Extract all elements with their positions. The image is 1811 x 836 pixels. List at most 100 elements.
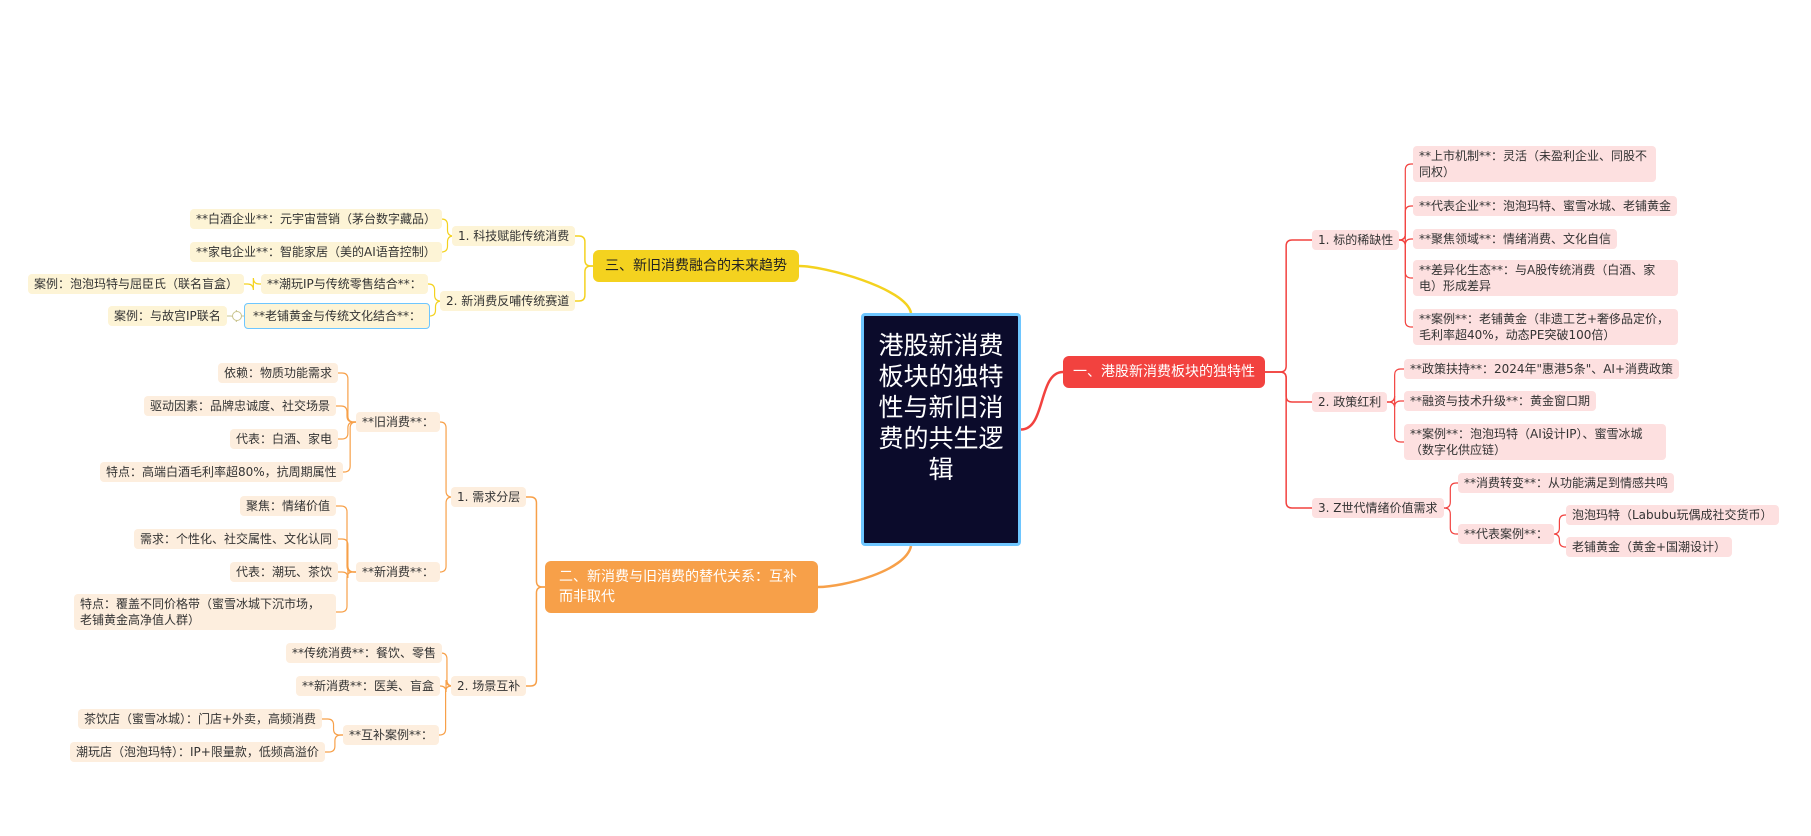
leaf-text: **代表企业**：泡泡玛特、蜜雪冰城、老铺黄金	[1419, 199, 1672, 213]
leaf-case-laopu[interactable]: **案例**：老铺黄金（非遗工艺+奢侈品定价，毛利率超40%，动态PE突破100…	[1413, 309, 1678, 345]
leaf-old-representative[interactable]: 代表：白酒、家电	[230, 429, 339, 449]
leaf-text: 依赖：物质功能需求	[224, 366, 333, 380]
node-text: **老铺黄金与传统文化结合**：	[253, 309, 422, 323]
leaf-text: **聚焦领域**：情绪消费、文化自信	[1419, 232, 1612, 246]
connector-line	[336, 405, 356, 423]
leaf-case-popmart-mixue[interactable]: **案例**：泡泡玛特（AI设计IP）、蜜雪冰城（数字化供应链）	[1404, 424, 1666, 460]
leaf-representative-cases[interactable]: **代表案例**：	[1458, 524, 1555, 544]
leaf-old-features[interactable]: 特点：高端白酒毛利率超80%，抗周期属性	[100, 462, 343, 482]
sub-scarcity-label: 1. 标的稀缺性	[1318, 233, 1394, 247]
branch-substitution-label: 二、新消费与旧消费的替代关系：互补而非取代	[559, 569, 797, 605]
leaf-text: 泡泡玛特（Labubu玩偶成社交货币）	[1572, 508, 1773, 522]
leaf-traditional-consumption[interactable]: **传统消费**：餐饮、零售	[286, 643, 443, 663]
node-complement-cases[interactable]: **互补案例**：	[343, 725, 440, 745]
sub-demand-layering[interactable]: 1. 需求分层	[451, 487, 527, 507]
connector-line	[1444, 482, 1458, 509]
connector-line	[1387, 368, 1404, 403]
leaf-case-laopu-guochao[interactable]: 老铺黄金（黄金+国潮设计）	[1566, 537, 1733, 557]
leaf-old-drivers[interactable]: 驱动因素：品牌忠诚度、社交场景	[144, 396, 337, 416]
connector-line	[575, 265, 593, 302]
collapse-toggle-icon[interactable]	[232, 311, 242, 321]
leaf-text: 老铺黄金（黄金+国潮设计）	[1572, 540, 1727, 554]
leaf-policy-support[interactable]: **政策扶持**：2024年"惠港5条"、AI+消费政策	[1404, 359, 1680, 379]
connector-line	[429, 300, 442, 317]
leaf-text: **新消费**：医美、盲盒	[302, 679, 435, 693]
node-laopu-culture[interactable]: **老铺黄金与传统文化结合**：	[244, 303, 431, 329]
leaf-old-reliance[interactable]: 依赖：物质功能需求	[218, 363, 339, 383]
node-old-consumption[interactable]: **旧消费**：	[356, 412, 441, 432]
leaf-financing-tech[interactable]: **融资与技术升级**：黄金窗口期	[1404, 391, 1597, 411]
leaf-text: 需求：个性化、社交属性、文化认同	[140, 532, 333, 546]
connector-line	[338, 421, 356, 440]
leaf-differentiation[interactable]: **差异化生态**：与A股传统消费（白酒、家电）形成差异	[1413, 260, 1678, 296]
connector-line	[1444, 507, 1458, 535]
sub-policy-bonus[interactable]: 2. 政策红利	[1312, 392, 1388, 412]
connector-line	[575, 235, 593, 267]
connector-line	[325, 734, 343, 753]
leaf-text: 潮玩店（泡泡玛特）：IP+限量款，低频高溢价	[76, 745, 319, 759]
connector-line	[441, 235, 454, 253]
node-new-consumption[interactable]: **新消费**：	[356, 562, 441, 582]
connector-line	[526, 496, 545, 588]
connector-line	[1387, 395, 1404, 408]
branch-uniqueness[interactable]: 一、港股新消费板块的独特性	[1063, 356, 1265, 388]
connector-line	[440, 421, 453, 498]
node-text: **新消费**：	[362, 565, 435, 579]
connector-line	[1265, 239, 1312, 373]
leaf-text: **案例**：泡泡玛特（AI设计IP）、蜜雪冰城（数字化供应链）	[1410, 427, 1643, 457]
leaf-text: **案例**：老铺黄金（非遗工艺+奢侈品定价，毛利率超40%，动态PE突破100…	[1419, 312, 1670, 342]
leaf-text: 特点：覆盖不同价格带（蜜雪冰城下沉市场，老铺黄金高净值人群）	[80, 597, 321, 627]
connector-line	[1399, 205, 1413, 241]
node-text: **互补案例**：	[349, 728, 434, 742]
leaf-focus-areas[interactable]: **聚焦领域**：情绪消费、文化自信	[1413, 229, 1618, 249]
leaf-new-features[interactable]: 特点：覆盖不同价格带（蜜雪冰城下沉市场，老铺黄金高净值人群）	[74, 594, 336, 630]
root-topic[interactable]: 港股新消费板块的独特性与新旧消费的共生逻辑	[861, 313, 1021, 546]
sub-scene-label: 2. 场景互补	[457, 679, 521, 693]
connector-line	[817, 545, 913, 589]
leaf-case-palace-ip[interactable]: 案例：与故宫IP联名	[108, 306, 227, 326]
leaf-new-consumption-scene[interactable]: **新消费**：医美、盲盒	[296, 676, 441, 696]
sub-genz-label: 3. Z世代情绪价值需求	[1318, 501, 1438, 515]
connector-line	[526, 586, 545, 687]
leaf-representative-companies[interactable]: **代表企业**：泡泡玛特、蜜雪冰城、老铺黄金	[1413, 196, 1678, 216]
connector-line	[440, 496, 453, 573]
leaf-text: 案例：与故宫IP联名	[114, 309, 221, 323]
connector-line	[1387, 401, 1404, 443]
leaf-case-labubu[interactable]: 泡泡玛特（Labubu玩偶成社交货币）	[1566, 505, 1779, 525]
connector-line	[1020, 370, 1064, 431]
leaf-text: **消费转变**：从功能满足到情感共鸣	[1464, 476, 1669, 490]
sub-genz-emotion[interactable]: 3. Z世代情绪价值需求	[1312, 498, 1444, 518]
leaf-liquor-enterprise[interactable]: **白酒企业**：元宇宙营销（茅台数字藏品）	[190, 209, 443, 229]
leaf-text: 驱动因素：品牌忠诚度、社交场景	[150, 399, 331, 413]
leaf-text: **融资与技术升级**：黄金窗口期	[1410, 394, 1591, 408]
sub-scene-complement[interactable]: 2. 场景互补	[451, 676, 527, 696]
sub-tech-empower[interactable]: 1. 科技赋能传统消费	[452, 226, 576, 246]
leaf-appliance-enterprise[interactable]: **家电企业**：智能家居（美的AI语音控制）	[190, 242, 442, 262]
leaf-new-focus[interactable]: 聚焦：情绪价值	[240, 496, 337, 516]
leaf-text: **家电企业**：智能家居（美的AI语音控制）	[196, 245, 436, 259]
leaf-listing-mechanism[interactable]: **上市机制**：灵活（未盈利企业、同股不同权）	[1413, 146, 1656, 182]
leaf-case-tea-shop[interactable]: 茶饮店（蜜雪冰城）：门店+外卖，高频消费	[78, 709, 323, 729]
connector-line	[1399, 163, 1413, 241]
sub-feedback-label: 2. 新消费反哺传统赛道	[446, 294, 570, 308]
leaf-new-representative[interactable]: 代表：潮玩、茶饮	[230, 562, 339, 582]
leaf-text: 茶饮店（蜜雪冰城）：门店+外卖，高频消费	[84, 712, 317, 726]
leaf-case-toy-shop[interactable]: 潮玩店（泡泡玛特）：IP+限量款，低频高溢价	[70, 742, 325, 762]
leaf-case-popmart-watsons[interactable]: 案例：泡泡玛特与屈臣氏（联名盲盒）	[28, 274, 245, 294]
leaf-text: 案例：泡泡玛特与屈臣氏（联名盲盒）	[34, 277, 239, 291]
leaf-text: 代表：潮玩、茶饮	[236, 565, 333, 579]
sub-feedback-traditional[interactable]: 2. 新消费反哺传统赛道	[440, 291, 576, 311]
sub-policy-label: 2. 政策红利	[1318, 395, 1382, 409]
branch-future-label: 三、新旧消费融合的未来趋势	[605, 258, 787, 274]
leaf-consumption-shift[interactable]: **消费转变**：从功能满足到情感共鸣	[1458, 473, 1675, 493]
branch-future-trend[interactable]: 三、新旧消费融合的未来趋势	[593, 250, 799, 282]
branch-substitution[interactable]: 二、新消费与旧消费的替代关系：互补而非取代	[545, 561, 818, 613]
leaf-text: 聚焦：情绪价值	[246, 499, 331, 513]
leaf-text: **上市机制**：灵活（未盈利企业、同股不同权）	[1419, 149, 1648, 179]
connector-line	[441, 218, 454, 237]
leaf-new-demand[interactable]: 需求：个性化、社交属性、文化认同	[134, 529, 339, 549]
sub-scarcity[interactable]: 1. 标的稀缺性	[1312, 230, 1400, 250]
node-ip-retail[interactable]: **潮玩IP与传统零售结合**：	[261, 274, 428, 294]
leaf-text: 特点：高端白酒毛利率超80%，抗周期属性	[106, 465, 337, 479]
